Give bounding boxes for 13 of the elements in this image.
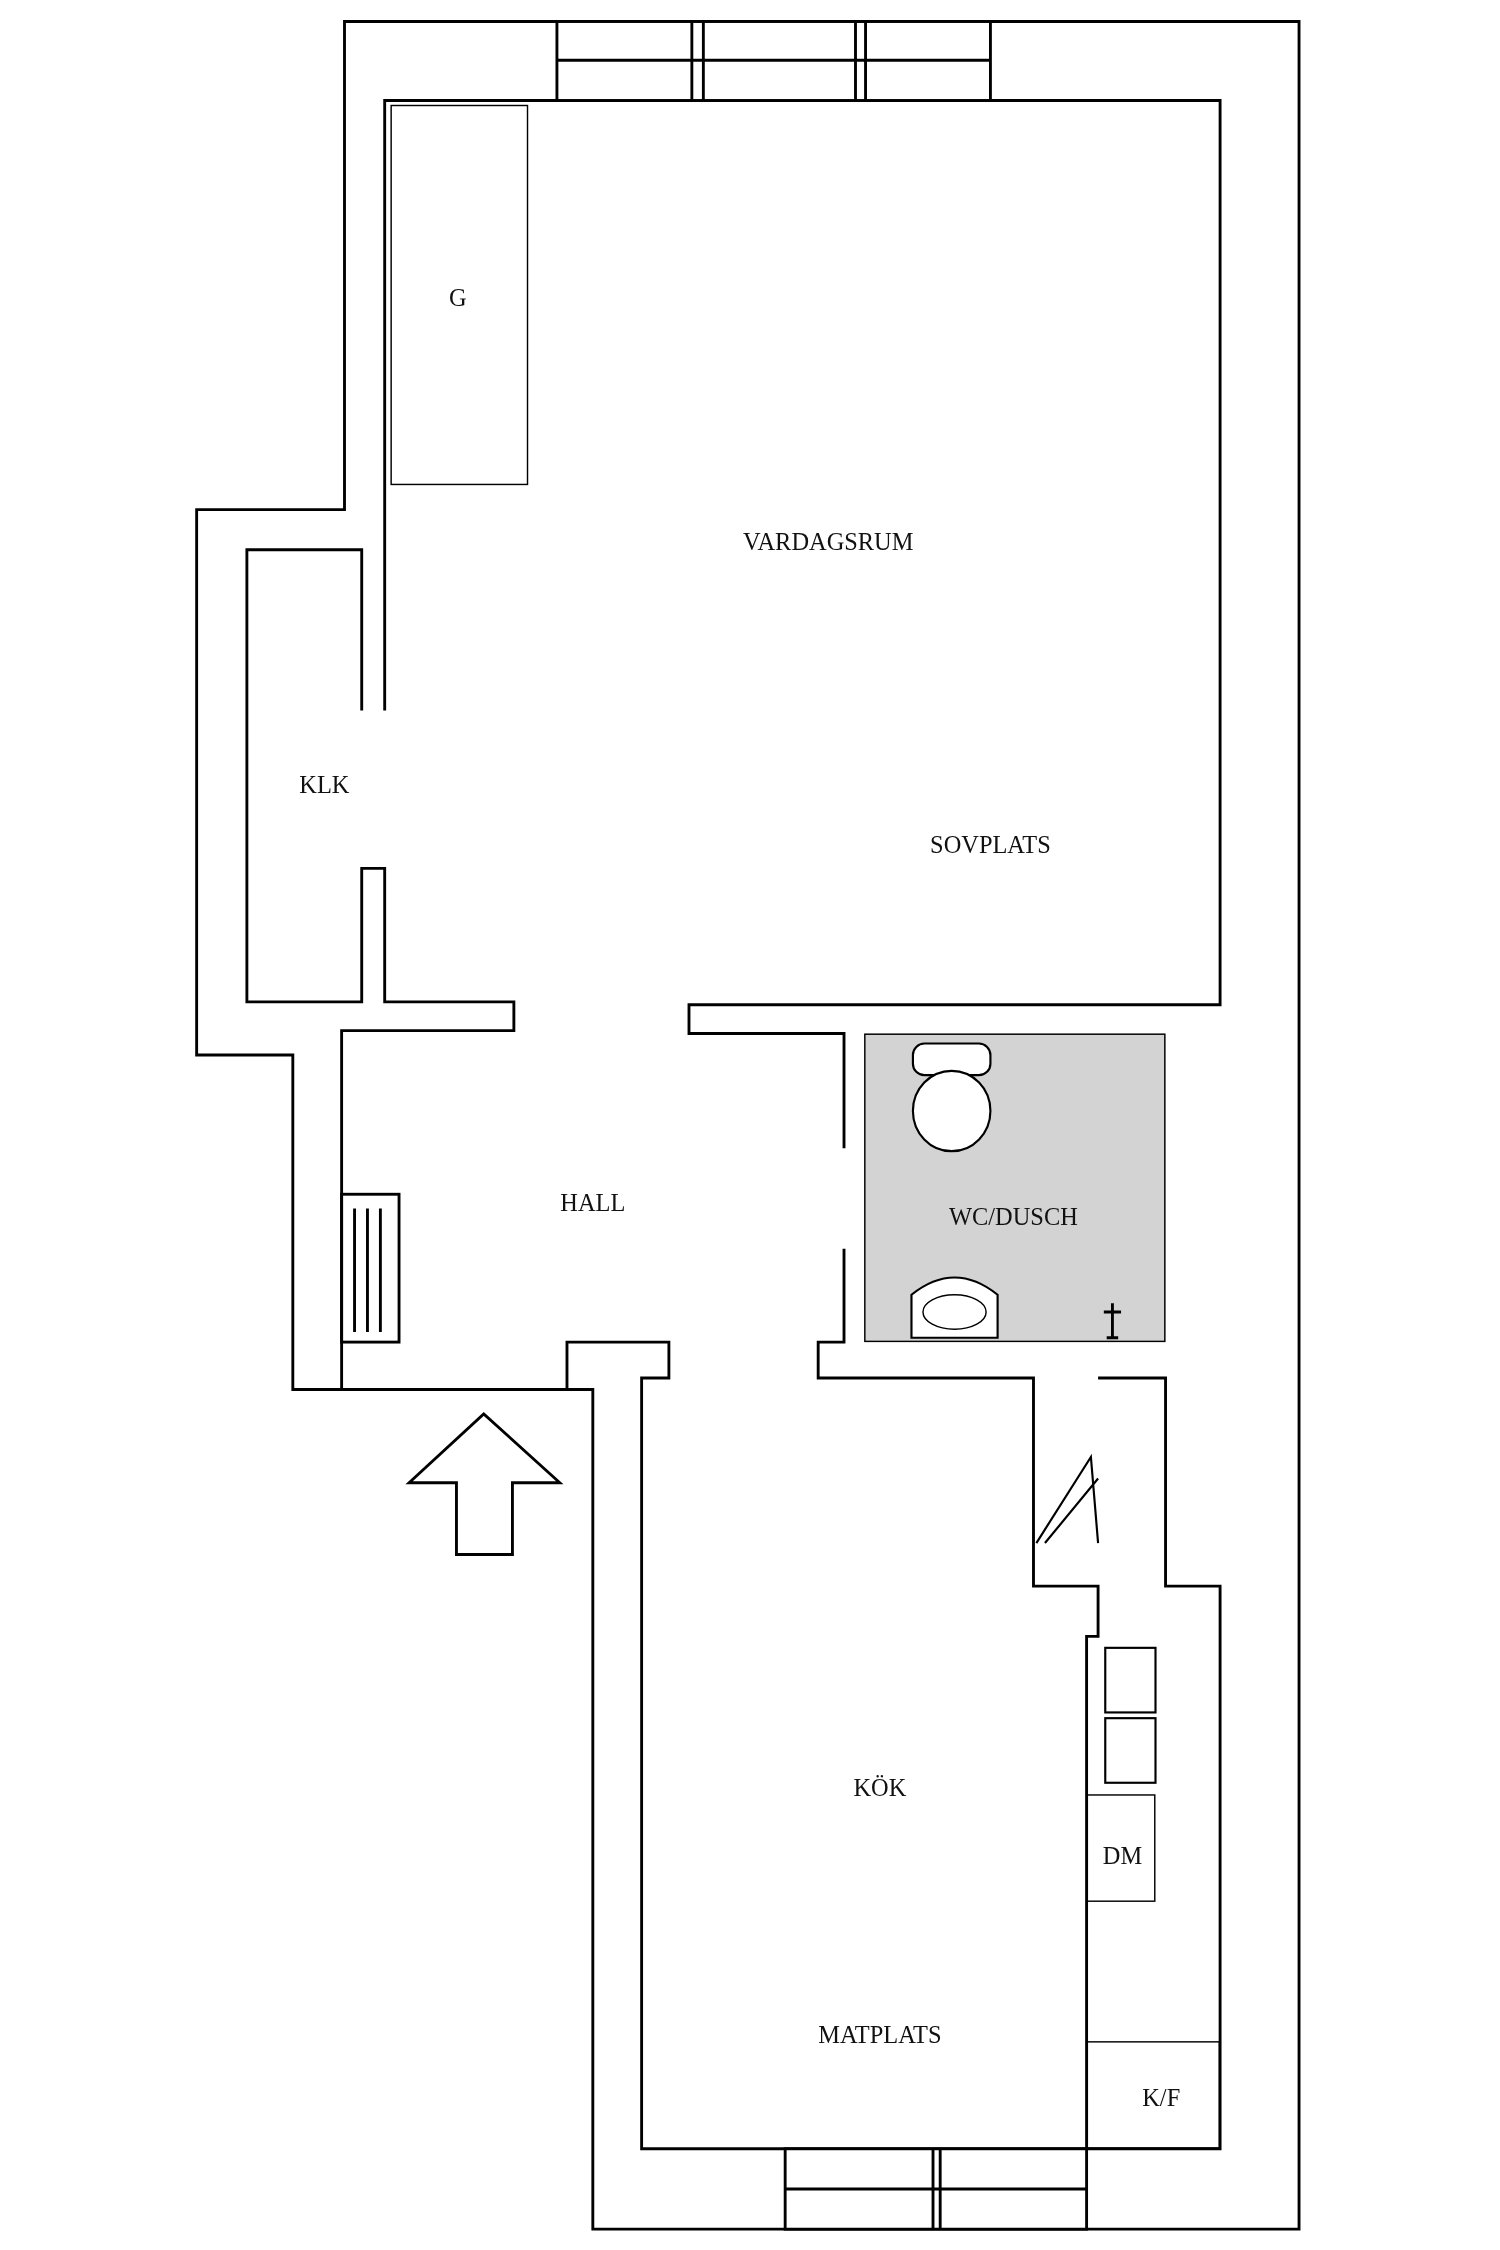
room-label: G — [449, 286, 467, 311]
appliance-space — [1086, 2041, 1221, 2149]
room-label: MATPLATS — [818, 2023, 942, 2048]
room-label: K/F — [1142, 2086, 1181, 2111]
wardrobe — [390, 104, 529, 486]
room-label: SOVPLATS — [930, 833, 1051, 858]
room-label: VARDAGSRUM — [743, 530, 914, 555]
room-label: WC/DUSCH — [949, 1205, 1078, 1230]
room-label: KÖK — [853, 1776, 907, 1801]
bathroom-floor — [864, 1033, 1166, 1343]
room-label: DM — [1102, 1843, 1143, 1869]
room-label: HALL — [560, 1190, 626, 1216]
room-label: KLK — [299, 772, 350, 798]
